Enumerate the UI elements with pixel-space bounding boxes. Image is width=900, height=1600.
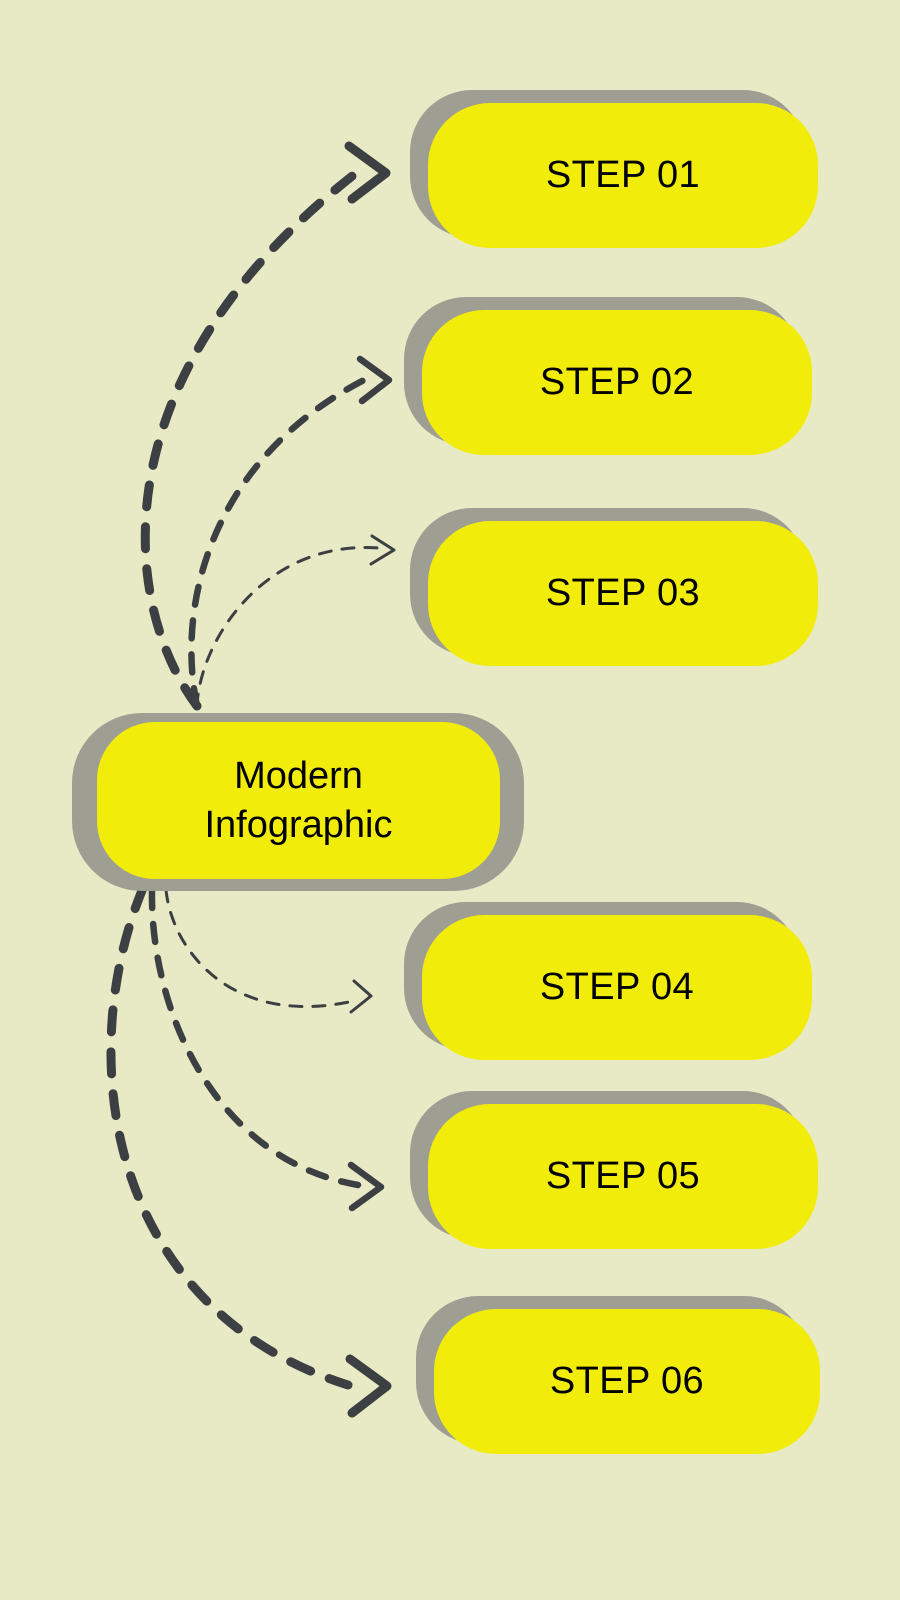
hub-title-line2: Infographic: [204, 803, 393, 846]
connector-hub-to-step-01: [140, 141, 391, 711]
step-label: STEP 02: [539, 360, 695, 403]
connector-hub-to-step-03: [195, 534, 396, 708]
connector-hub-to-step-02: [188, 355, 393, 710]
connector-hub-to-step-05: [148, 886, 385, 1212]
hub-title-line1: Modern: [234, 754, 363, 797]
step-card[interactable]: STEP 04: [422, 915, 812, 1060]
step-card[interactable]: STEP 06: [434, 1309, 820, 1454]
step-label: STEP 05: [545, 1154, 701, 1197]
hub-node[interactable]: Modern Infographic: [72, 713, 524, 891]
step-card[interactable]: STEP 05: [428, 1104, 818, 1249]
hub-card[interactable]: Modern Infographic: [97, 722, 500, 879]
connector-hub-to-step-04: [164, 888, 373, 1014]
step-label: STEP 04: [539, 965, 695, 1008]
step-label: STEP 03: [545, 571, 701, 614]
step-card[interactable]: STEP 03: [428, 521, 818, 666]
hub-title: Modern Infographic: [204, 752, 392, 849]
connector-hub-to-step-06: [106, 883, 392, 1418]
step-card[interactable]: STEP 01: [428, 103, 818, 248]
step-card[interactable]: STEP 02: [422, 310, 812, 455]
step-label: STEP 01: [545, 153, 701, 196]
step-label: STEP 06: [549, 1359, 705, 1402]
